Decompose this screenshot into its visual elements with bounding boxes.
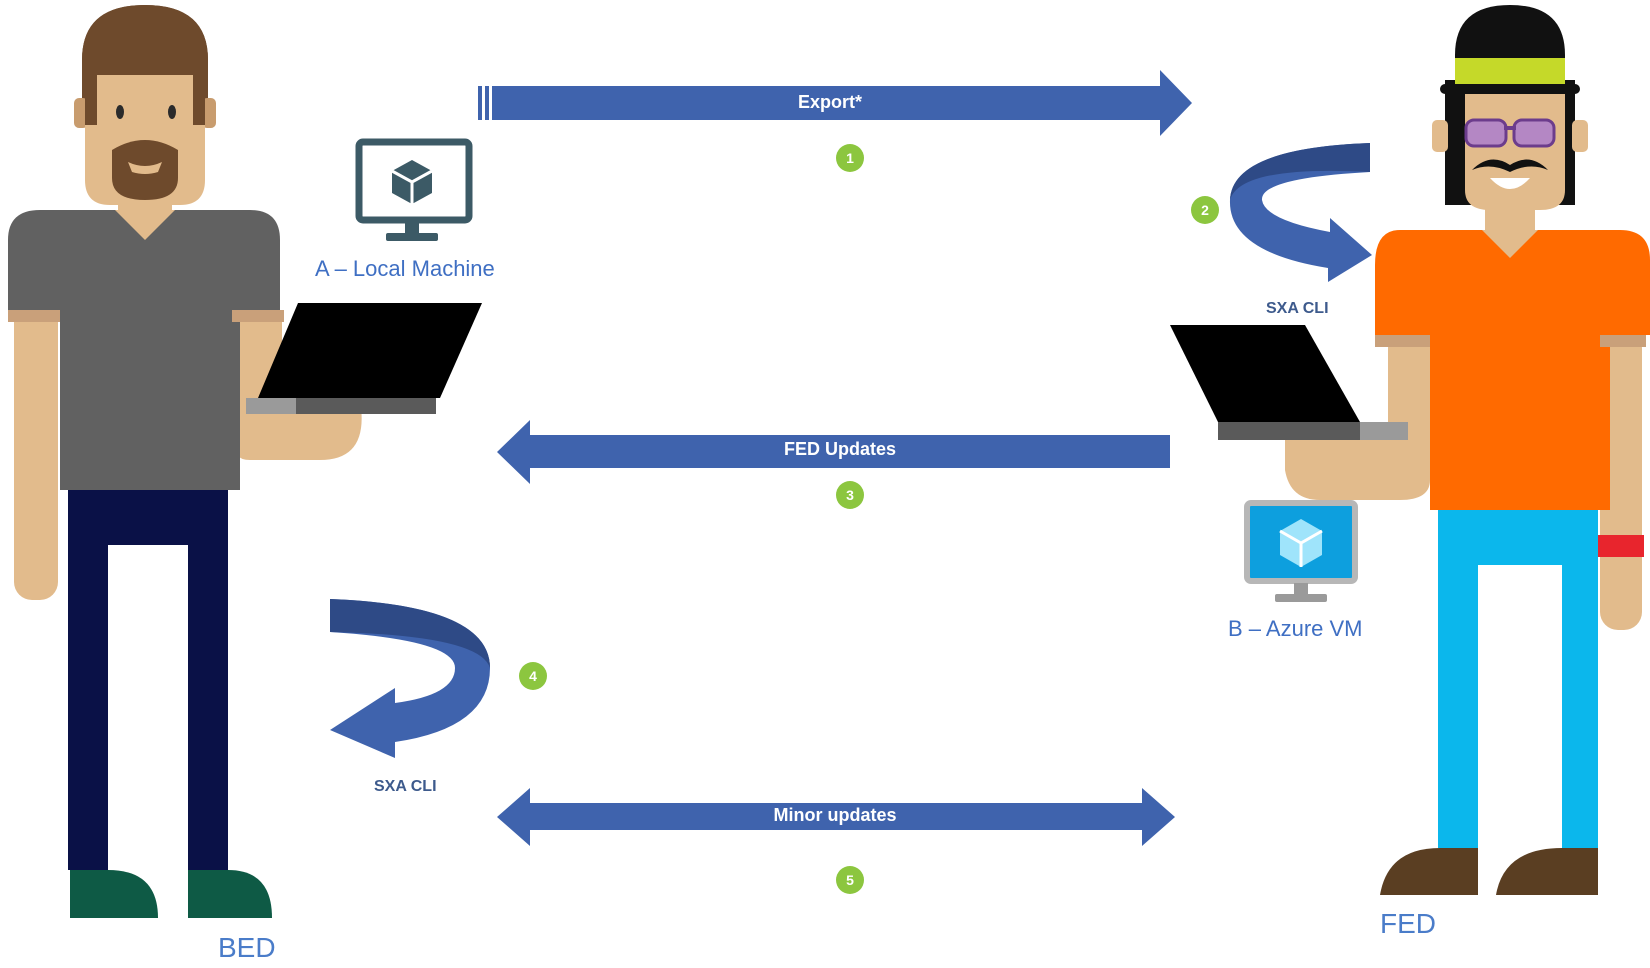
fed-updates-arrow-label: FED Updates xyxy=(783,439,897,459)
step-badge-3: 3 xyxy=(836,481,864,509)
step-badge-5: 5 xyxy=(836,866,864,894)
sxa-cli-left-curve-arrow xyxy=(330,599,490,758)
fed-role-label: FED xyxy=(1380,908,1436,939)
export-arrow-label: Export* xyxy=(797,92,862,112)
azure-vm-monitor-icon xyxy=(1244,500,1358,602)
fed-person xyxy=(1170,5,1650,895)
bed-person xyxy=(8,5,482,918)
step-badge-2: 2 xyxy=(1191,196,1219,224)
sxa-cli-right-label: SXA CLI xyxy=(1266,300,1329,317)
sxa-cli-right-curve-arrow xyxy=(1229,143,1372,282)
step-badge-1: 1 xyxy=(836,144,864,172)
step-badge-4: 4 xyxy=(519,662,547,690)
bed-role-label: BED xyxy=(218,932,276,963)
local-machine-monitor-icon xyxy=(355,138,473,241)
azure-vm-label: B – Azure VM xyxy=(1228,616,1363,641)
sxa-cli-left-label: SXA CLI xyxy=(374,778,437,795)
minor-updates-arrow xyxy=(497,788,1175,846)
local-machine-label: A – Local Machine xyxy=(315,256,495,281)
minor-updates-arrow-label: Minor updates xyxy=(773,805,897,825)
export-arrow xyxy=(478,70,1192,136)
fed-updates-arrow xyxy=(497,420,1170,484)
